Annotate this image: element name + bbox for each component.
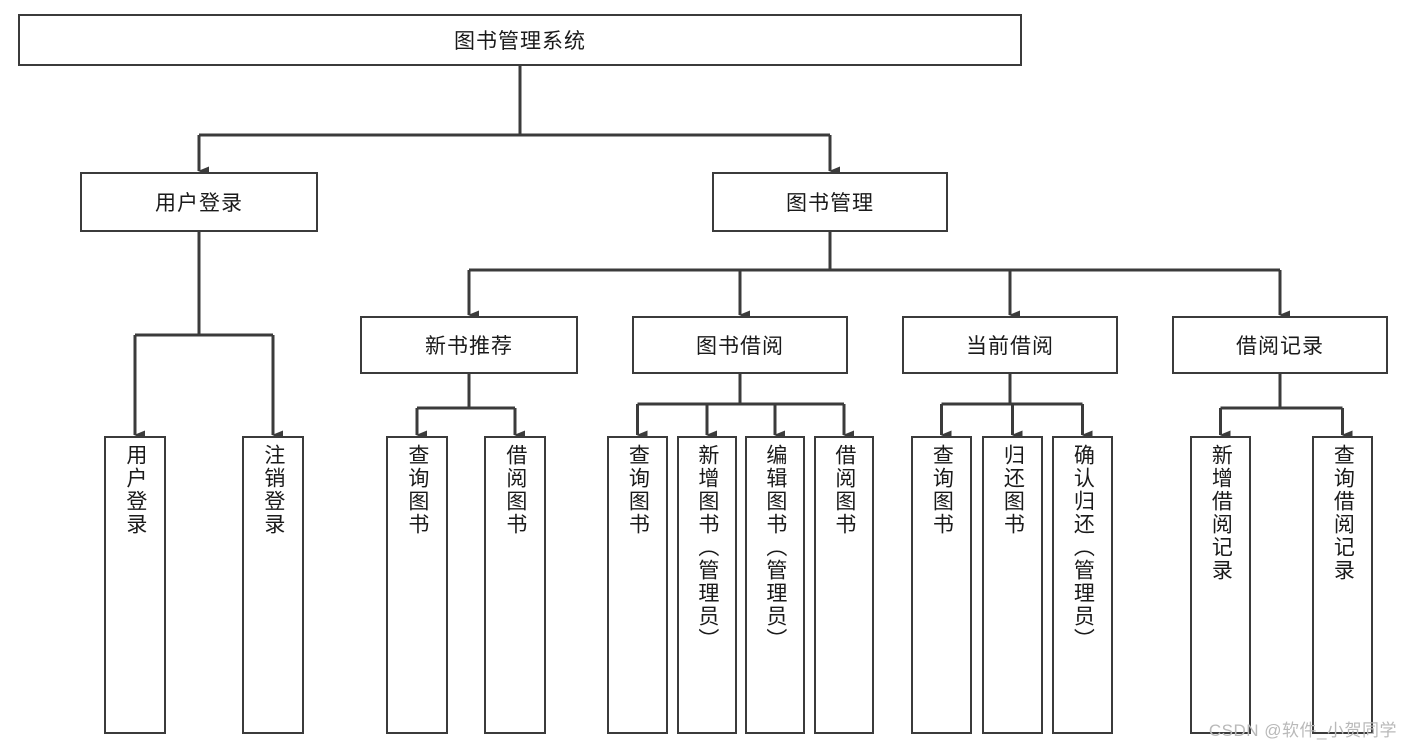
node-label: 当前借阅 (966, 335, 1054, 358)
node-label: 用户登录 (123, 444, 147, 536)
node-root[interactable]: 图书管理系统 (18, 14, 1022, 66)
watermark: CSDN @软件_小贺同学 (1208, 721, 1397, 740)
node-leaf-query-book-1[interactable]: 查询图书 (386, 436, 448, 734)
node-leaf-add-record[interactable]: 新增借阅记录 (1190, 436, 1251, 734)
node-leaf-query-record[interactable]: 查询借阅记录 (1312, 436, 1373, 734)
node-book-mgmt[interactable]: 图书管理 (712, 172, 948, 232)
node-label: 图书管理 (786, 192, 874, 215)
node-label: 编辑图书（管理员） (763, 444, 787, 651)
node-leaf-confirm-return[interactable]: 确认归还（管理员） (1052, 436, 1113, 734)
node-leaf-borrow-book-1[interactable]: 借阅图书 (484, 436, 546, 734)
node-label: 借阅图书 (503, 444, 527, 536)
node-label: 归还图书 (1001, 444, 1025, 536)
node-user-login[interactable]: 用户登录 (80, 172, 318, 232)
node-label: 查询图书 (626, 444, 650, 536)
node-label: 新增借阅记录 (1209, 444, 1233, 582)
node-label: 注销登录 (261, 444, 285, 536)
node-borrow-record[interactable]: 借阅记录 (1172, 316, 1388, 374)
node-leaf-user-login[interactable]: 用户登录 (104, 436, 166, 734)
node-label: 新书推荐 (425, 335, 513, 358)
node-new-book-rec[interactable]: 新书推荐 (360, 316, 578, 374)
node-label: 图书管理系统 (454, 30, 586, 53)
node-label: 查询借阅记录 (1331, 444, 1355, 582)
node-label: 用户登录 (155, 192, 243, 215)
node-current-borrow[interactable]: 当前借阅 (902, 316, 1118, 374)
node-leaf-query-book-3[interactable]: 查询图书 (911, 436, 972, 734)
node-label: 借阅图书 (832, 444, 856, 536)
node-leaf-return-book[interactable]: 归还图书 (982, 436, 1043, 734)
node-label: 查询图书 (405, 444, 429, 536)
node-leaf-borrow-book-2[interactable]: 借阅图书 (814, 436, 874, 734)
node-label: 借阅记录 (1236, 335, 1324, 358)
node-leaf-logout[interactable]: 注销登录 (242, 436, 304, 734)
node-leaf-add-book[interactable]: 新增图书（管理员） (677, 436, 737, 734)
node-leaf-edit-book[interactable]: 编辑图书（管理员） (745, 436, 805, 734)
node-label: 确认归还（管理员） (1071, 444, 1095, 651)
node-leaf-query-book-2[interactable]: 查询图书 (607, 436, 668, 734)
node-label: 新增图书（管理员） (695, 444, 719, 651)
connector-lines (133, 66, 1353, 440)
node-book-borrow[interactable]: 图书借阅 (632, 316, 848, 374)
node-label: 查询图书 (930, 444, 954, 536)
node-label: 图书借阅 (696, 335, 784, 358)
